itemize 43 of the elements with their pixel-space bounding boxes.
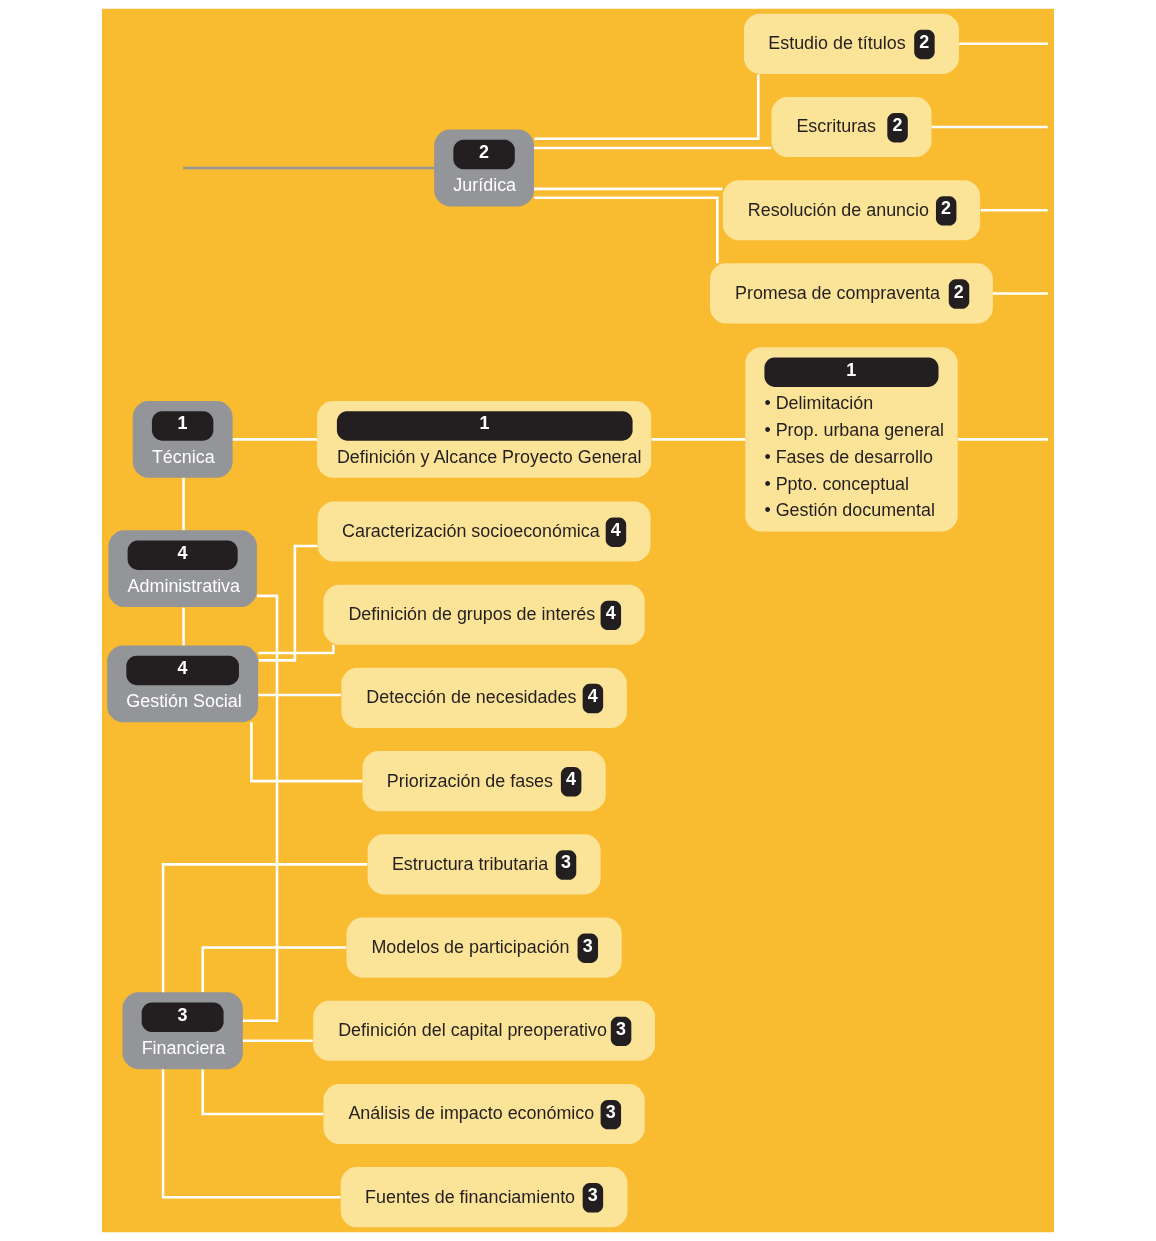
connector: [258, 693, 341, 697]
node-box: 1 Técnica: [132, 400, 233, 478]
connector: [958, 438, 1048, 441]
node-box: Análisis de impacto económico 3: [323, 1083, 645, 1145]
connector: [182, 477, 185, 531]
node-box: 1 • Delimitación • Prop. urbana general • Fases de desarrollo • Ppto. conceptual • Gestión documental: [745, 347, 958, 532]
node-box: Fuentes de financiamiento 3: [340, 1167, 628, 1228]
connector: [182, 607, 185, 646]
connector: [232, 438, 317, 441]
connector: [201, 1069, 324, 1116]
connector: [250, 722, 363, 783]
connector: [651, 438, 746, 441]
node-box: Modelos de participación 3: [346, 917, 622, 978]
connector: [258, 644, 335, 655]
connector: [183, 166, 435, 170]
node-box: Detección de necesidades 4: [341, 667, 627, 728]
node-box: 4 Administrativa: [108, 530, 257, 608]
connector: [242, 1039, 313, 1043]
connector: [980, 208, 1048, 212]
node-box: 1 Definición y Alcance Proyecto General: [317, 400, 652, 478]
connector: [959, 42, 1048, 46]
connector: [161, 1069, 341, 1199]
node-box: 3 Financiera: [122, 992, 243, 1070]
node-box: Estructura tributaria 3: [367, 834, 601, 895]
connector: [931, 125, 1048, 129]
connector: [534, 187, 723, 191]
node-box: Definición del capital preoperativo 3: [313, 1000, 655, 1061]
node-box: Priorización de fases 4: [362, 751, 606, 812]
node-box: Definición de grupos de interés 4: [323, 584, 645, 645]
connector: [161, 863, 368, 993]
node-box: Estudio de títulos 2: [743, 13, 959, 74]
connector: [534, 74, 760, 141]
connector: [993, 292, 1048, 295]
connector: [258, 544, 318, 662]
node-box: Promesa de compraventa 2: [710, 263, 993, 324]
node-box: Caracterización socioeconómica 4: [317, 501, 651, 562]
connector: [201, 946, 347, 993]
node-box: Escrituras 2: [771, 96, 932, 158]
node-box: Resolución de anuncio 2: [722, 180, 981, 241]
node-box: 4 Gestión Social: [107, 645, 259, 723]
connector: [534, 196, 719, 264]
node-box: 2 Jurídica: [434, 129, 534, 207]
connector: [534, 146, 772, 150]
